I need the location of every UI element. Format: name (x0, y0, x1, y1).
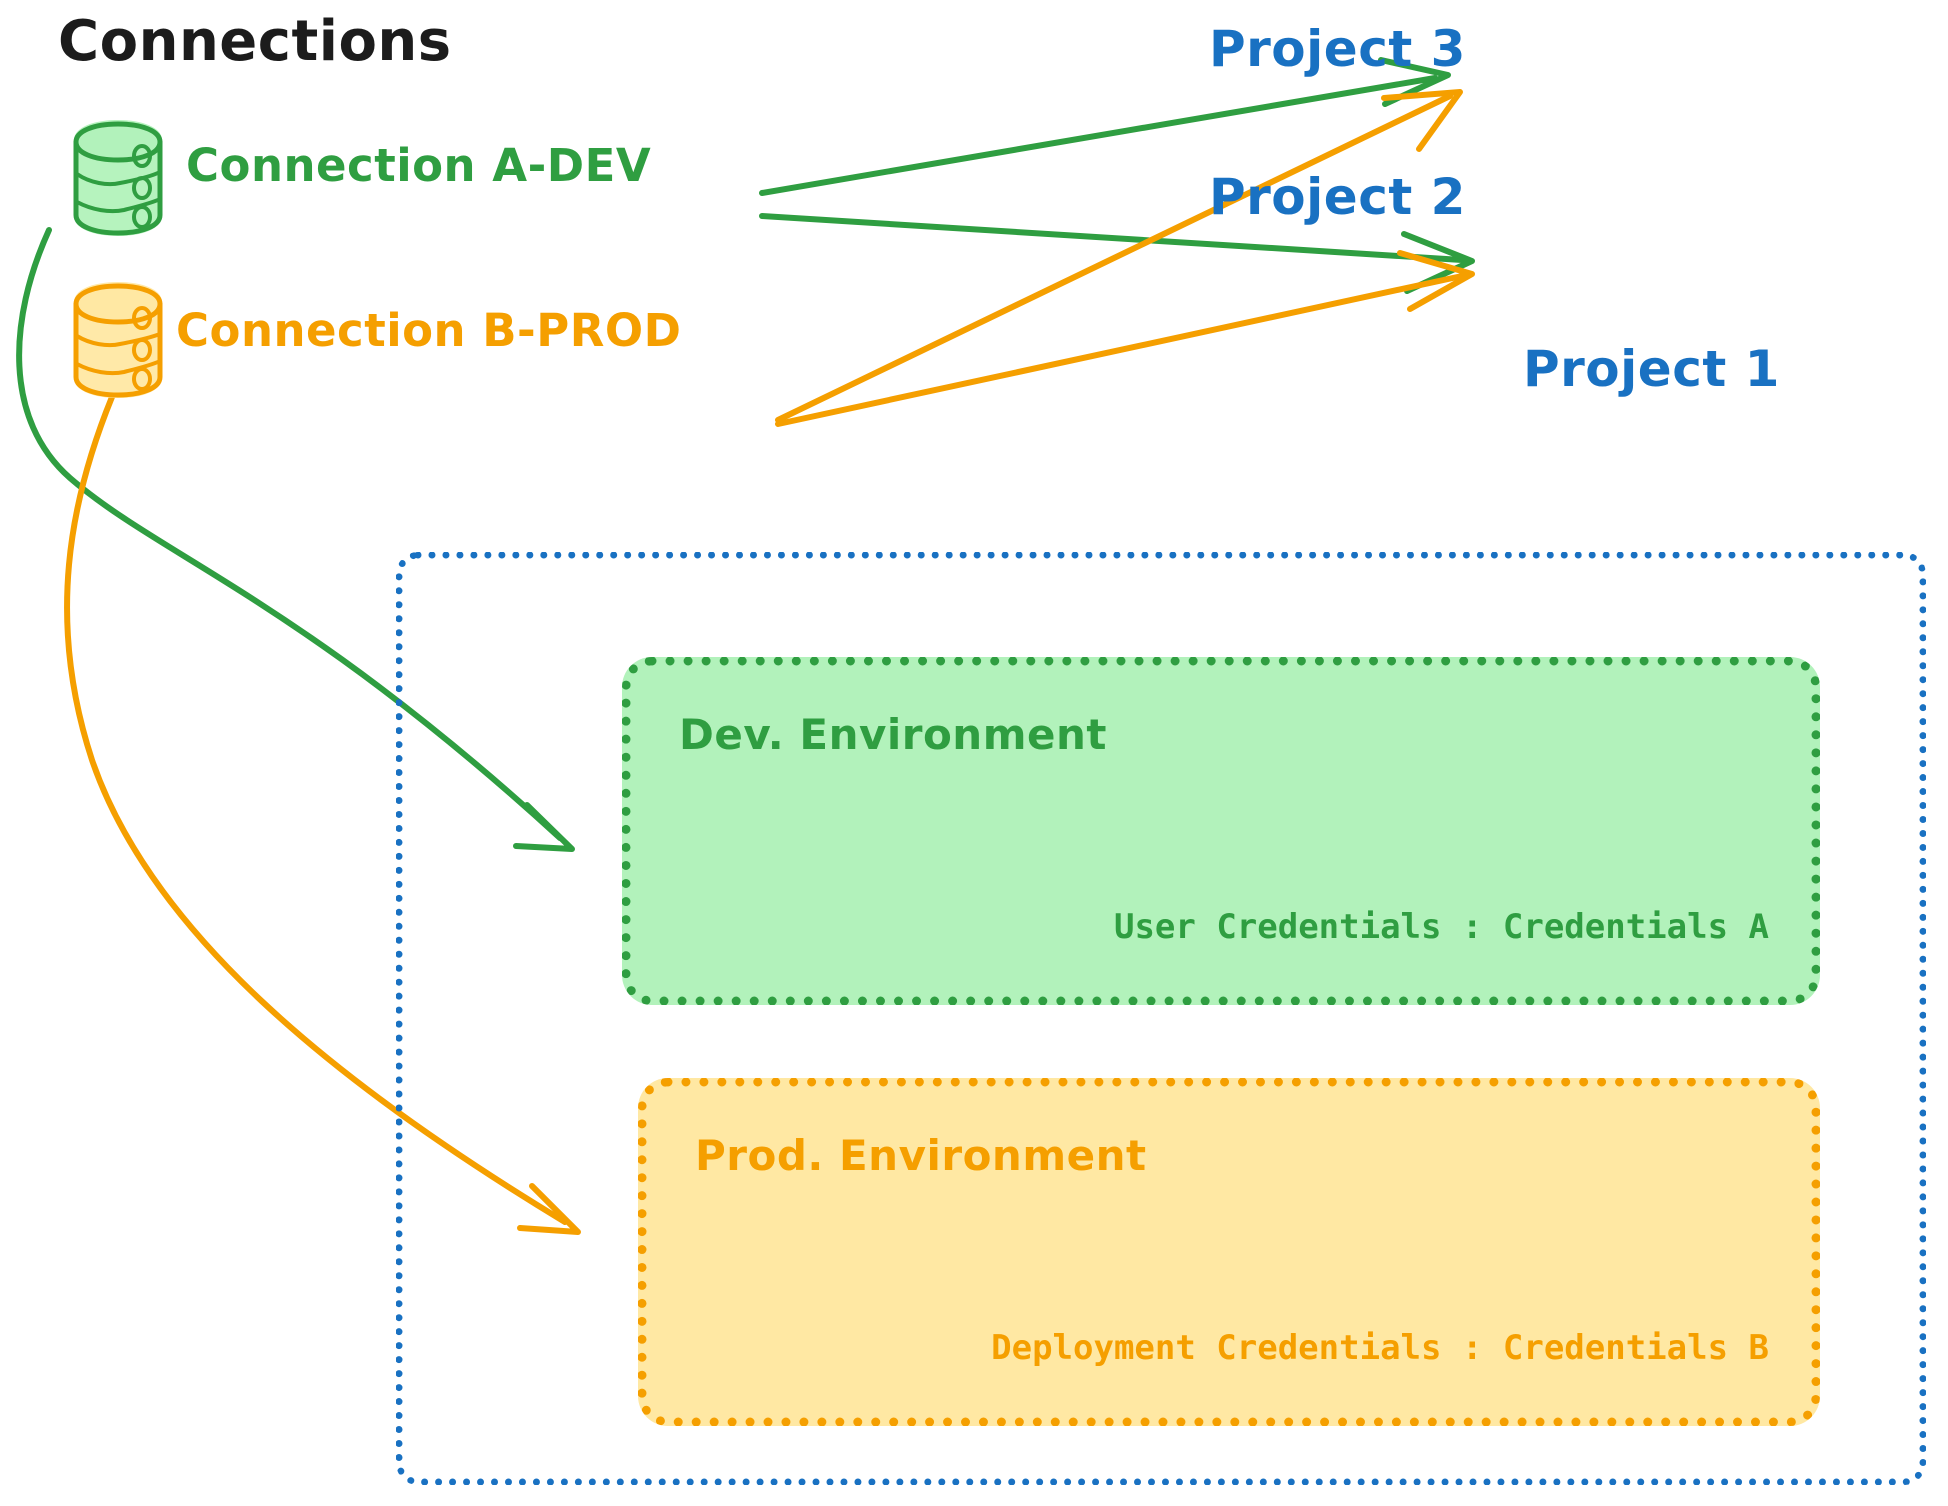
dev-environment-title: Dev. Environment (679, 710, 1107, 759)
connection-label-b-prod[interactable]: Connection B-PROD (176, 304, 682, 357)
page-title: Connections (58, 9, 452, 74)
connection-label-a-dev[interactable]: Connection A-DEV (186, 139, 652, 192)
project-1-container (396, 552, 1926, 1485)
project-label-project-1[interactable]: Project 1 (1523, 340, 1780, 398)
project-label-project-3[interactable]: Project 3 (1209, 20, 1466, 78)
database-icon (73, 120, 163, 236)
edge-b-prod-to-project-2 (775, 250, 1475, 427)
project-label-project-2[interactable]: Project 2 (1209, 168, 1466, 226)
edge-a-dev-to-project-2 (759, 213, 1475, 294)
database-icon (73, 282, 163, 398)
prod-environment-credentials: Deployment Credentials : Credentials B (991, 1328, 1769, 1368)
prod-environment-box[interactable]: Prod. Environment Deployment Credentials… (638, 1078, 1820, 1426)
dev-environment-box[interactable]: Dev. Environment User Credentials : Cred… (622, 657, 1820, 1005)
prod-environment-title: Prod. Environment (695, 1131, 1147, 1180)
dev-environment-credentials: User Credentials : Credentials A (1113, 907, 1769, 947)
edge-b-prod-to-project-3 (775, 89, 1463, 423)
